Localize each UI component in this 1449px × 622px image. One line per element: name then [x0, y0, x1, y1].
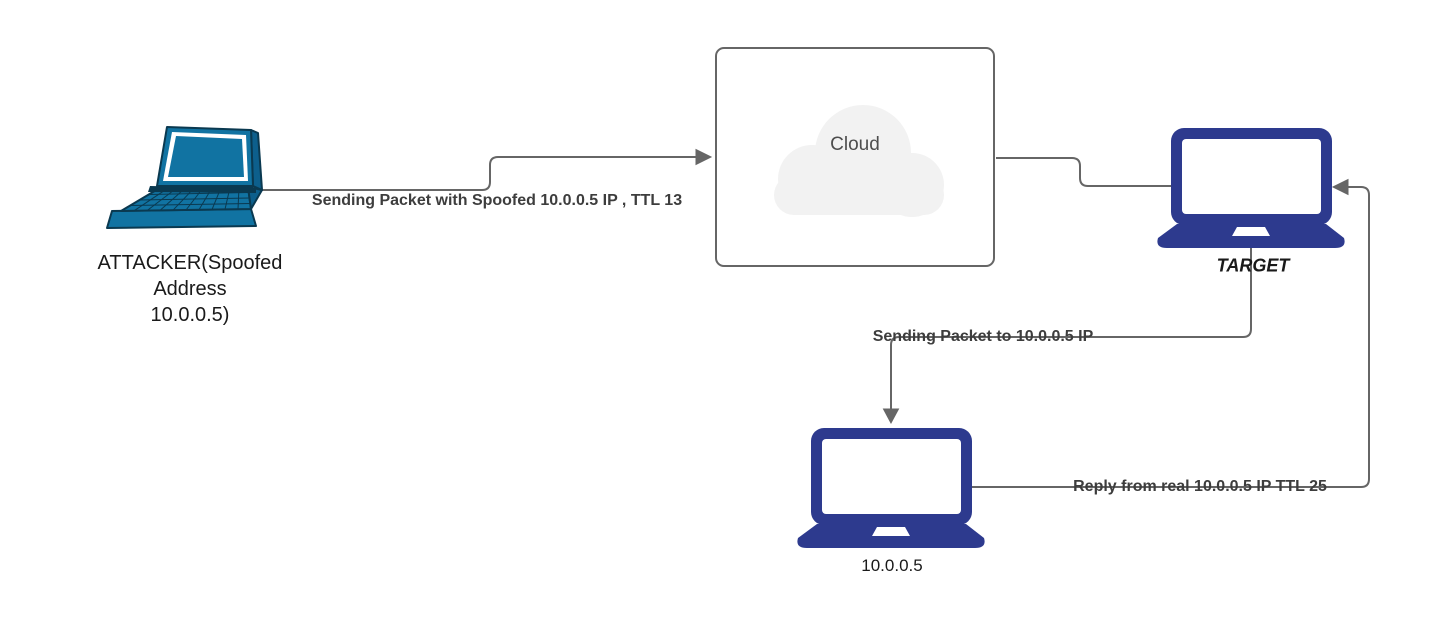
attacker-label-line1: ATTACKER(Spoofed [97, 252, 283, 274]
arrowhead-into-cloud[interactable] [695, 148, 713, 166]
real-host-laptop-icon [797, 428, 985, 548]
edge-cloud-to-target[interactable] [996, 157, 1171, 187]
target-node[interactable] [1155, 127, 1347, 248]
edge-label-attacker-to-cloud: Sending Packet with Spoofed 10.0.0.5 IP … [311, 192, 683, 209]
edge-attacker-to-cloud[interactable] [262, 156, 696, 191]
attacker-node[interactable] [96, 123, 266, 235]
edge-label-real-host-to-target: Reply from real 10.0.0.5 IP TTL 25 [1073, 478, 1327, 495]
attacker-label: ATTACKER(Spoofed Address 10.0.0.5) [90, 250, 290, 328]
real-host-node[interactable] [795, 427, 987, 548]
cloud-icon [774, 105, 944, 217]
cloud-node[interactable]: Cloud [715, 47, 995, 267]
target-laptop-icon [1157, 128, 1345, 248]
edge-label-target-to-real-host: Sending Packet to 10.0.0.5 IP [872, 328, 1094, 345]
real-host-label: 10.0.0.5 [861, 556, 923, 575]
edge-real-host-to-target[interactable] [972, 186, 1370, 488]
attacker-label-line2: Address [153, 278, 227, 300]
edge-target-to-real-host[interactable] [890, 246, 1252, 409]
attacker-label-line3: 10.0.0.5) [150, 304, 230, 326]
target-label: TARGET [1216, 255, 1290, 276]
arrowhead-into-target[interactable] [1331, 178, 1349, 196]
attacker-laptop-icon [106, 126, 263, 229]
cloud-label: Cloud [830, 134, 880, 155]
arrowhead-into-real-host[interactable] [882, 408, 900, 425]
